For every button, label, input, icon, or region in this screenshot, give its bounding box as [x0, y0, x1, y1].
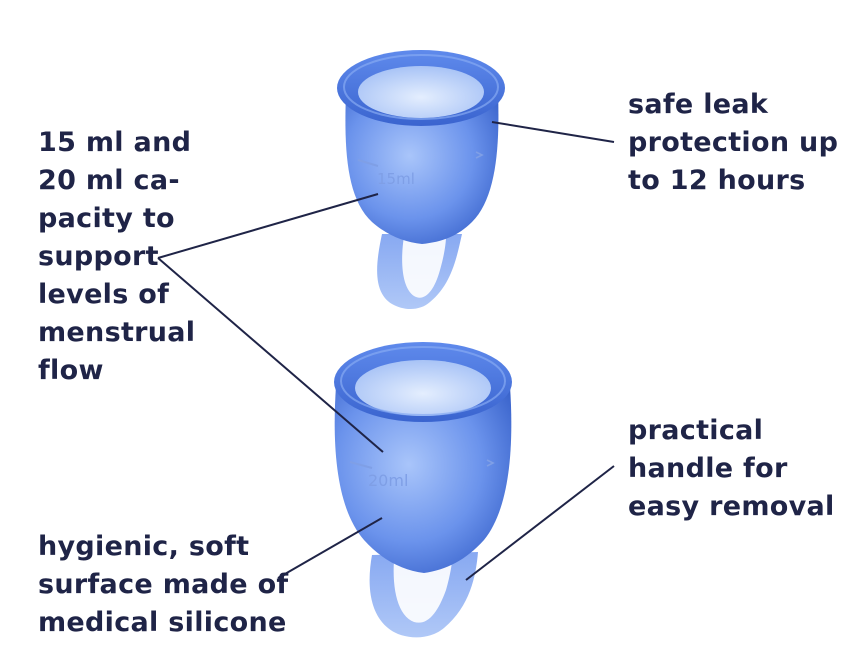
leader-line-handle: [465, 465, 615, 581]
leader-line-leak: [491, 121, 615, 143]
cup-small-measure-mark: 15ml: [377, 170, 415, 188]
leader-line-capacity-bottom: [157, 257, 384, 453]
callout-hygiene: hygienic, soft surface made of medical s…: [38, 531, 289, 638]
callout-handle: practical handle for easy removal: [628, 415, 835, 522]
callout-leak-protection: safe leak protection up to 12 hours: [628, 89, 839, 196]
cup-small: 15ml: [337, 50, 505, 310]
cup-small-body: [345, 92, 499, 244]
cup-large-body: [334, 386, 512, 573]
leader-line-hygiene: [277, 517, 383, 579]
leader-line-capacity-top: [157, 193, 379, 259]
cup-large: 20ml: [334, 342, 512, 638]
cup-large-measure-mark: 20ml: [368, 471, 408, 490]
callout-capacity: 15 ml and 20 ml ca- pacity to support le…: [38, 127, 196, 386]
